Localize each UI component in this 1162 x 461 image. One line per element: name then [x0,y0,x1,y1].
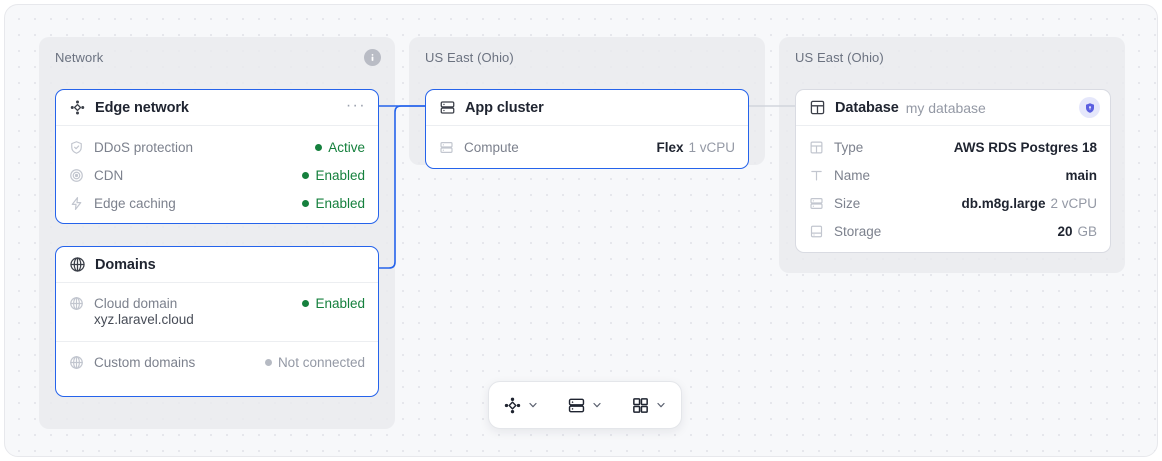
status-text: Active [328,139,365,155]
card-menu-button[interactable]: ··· [345,96,366,114]
cloud-domain-hostname: xyz.laravel.cloud [94,312,194,327]
row-cdn[interactable]: CDN Enabled [56,161,378,189]
row-value-compute: Flex 1 vCPU [656,140,735,155]
row-value-storage: 20 GB [1057,224,1097,239]
card-header-database[interactable]: Database my database [796,90,1110,126]
server-icon [809,196,825,211]
bolt-icon [69,196,85,211]
table-icon [809,99,826,116]
row-label-storage: Storage [834,223,882,239]
status-text: Enabled [315,295,365,311]
row-name[interactable]: Name main [796,161,1110,189]
db-storage-value: 20 [1057,223,1073,239]
shield-check-icon [69,140,85,155]
globe-icon [69,296,85,311]
card-title-domains: Domains [95,256,156,273]
status-text: Enabled [315,195,365,211]
server-icon [567,396,586,415]
row-storage[interactable]: Storage 20 GB [796,217,1110,245]
globe-icon [69,256,86,273]
card-domains[interactable]: Domains Cloud domain Enabled xyz.l [55,246,379,397]
row-size[interactable]: Size db.m8g.large 2 vCPU [796,189,1110,217]
status-badge-cdn: Enabled [302,168,365,183]
card-body-domains: Cloud domain Enabled xyz.laravel.cloud [56,283,378,383]
card-title-app-cluster: App cluster [465,99,544,116]
chevron-down-icon [527,399,539,411]
status-dot [302,199,310,207]
row-label-cdn: CDN [94,167,124,183]
card-subtitle-database: my database [905,99,986,116]
row-divider [56,341,378,342]
row-label-compute: Compute [464,139,519,155]
group-title-us-east-ohio-1: US East (Ohio) [425,50,514,65]
status-text: Not connected [277,354,365,370]
status-badge-custom-domains: Not connected [264,354,365,370]
row-label-name: Name [834,167,871,183]
card-body-app-cluster: Compute Flex 1 vCPU [426,126,748,168]
status-dot [264,358,272,366]
row-compute[interactable]: Compute Flex 1 vCPU [426,133,748,161]
row-label-edge-caching: Edge caching [94,195,176,211]
compute-vcpu: 1 vCPU [688,139,735,155]
globe-icon [69,355,85,370]
row-cloud-domain[interactable]: Cloud domain Enabled [56,289,378,317]
toolbar-add-compute-button[interactable] [563,391,607,420]
card-body-database: Type AWS RDS Postgres 18 Name main [796,126,1110,252]
row-label-custom-domains: Custom domains [94,354,196,370]
status-dot [302,299,310,307]
db-size-vcpu: 2 vCPU [1050,195,1097,211]
status-dot [302,171,310,179]
card-header-edge-network[interactable]: Edge network ··· [56,90,378,126]
toolbar-add-network-button[interactable] [499,391,543,420]
row-custom-domains[interactable]: Custom domains Not connected [56,348,378,376]
radar-icon [69,168,85,183]
row-value-type: AWS RDS Postgres 18 [954,140,1097,155]
db-storage-unit: GB [1077,223,1097,239]
card-header-domains[interactable]: Domains [56,247,378,283]
shield-icon[interactable] [1079,97,1100,118]
infrastructure-canvas[interactable]: Network US East (Ohio) US East (Ohio) [4,4,1158,457]
group-title-network: Network [55,50,104,65]
row-label-ddos-protection: DDoS protection [94,139,194,155]
server-icon [439,140,455,155]
toolbar-add-service-button[interactable] [627,391,671,420]
chevron-down-icon [591,399,603,411]
db-type-value: AWS RDS Postgres 18 [953,139,1097,155]
row-label-cloud-domain: Cloud domain [94,295,178,311]
text-icon [809,168,825,183]
row-edge-caching[interactable]: Edge caching Enabled [56,189,378,217]
row-label-type: Type [834,139,864,155]
card-header-app-cluster[interactable]: App cluster [426,90,748,126]
row-type[interactable]: Type AWS RDS Postgres 18 [796,133,1110,161]
card-app-cluster[interactable]: App cluster Compute Flex 1 vCPU [425,89,749,169]
hard-drive-icon [809,224,825,239]
row-ddos-protection[interactable]: DDoS protection Active [56,133,378,161]
card-title-database: Database [835,99,899,116]
card-body-edge-network: DDoS protection Active CDN [56,126,378,223]
status-badge-edge-caching: Enabled [302,196,365,211]
canvas-toolbar[interactable] [488,381,682,429]
group-title-us-east-ohio-2: US East (Ohio) [795,50,884,65]
row-label-size: Size [834,195,861,211]
info-icon[interactable] [364,49,381,66]
db-size-value: db.m8g.large [961,195,1046,211]
card-database[interactable]: Database my database Type [795,89,1111,253]
row-value-size: db.m8g.large 2 vCPU [961,196,1097,211]
row-value-name: main [1065,168,1097,183]
status-badge-cloud-domain: Enabled [302,296,365,311]
compute-tier: Flex [656,139,684,155]
chevron-down-icon [655,399,667,411]
server-icon [439,99,456,116]
grid-icon [631,396,650,415]
status-dot [315,143,323,151]
table-icon [809,140,825,155]
edge-network-icon [503,396,522,415]
card-edge-network[interactable]: Edge network ··· DDoS protection Active [55,89,379,224]
status-text: Enabled [315,167,365,183]
status-badge-ddos-protection: Active [315,140,365,155]
card-title-edge-network: Edge network [95,99,189,116]
db-name-value: main [1065,167,1097,183]
edge-network-icon [69,99,86,116]
